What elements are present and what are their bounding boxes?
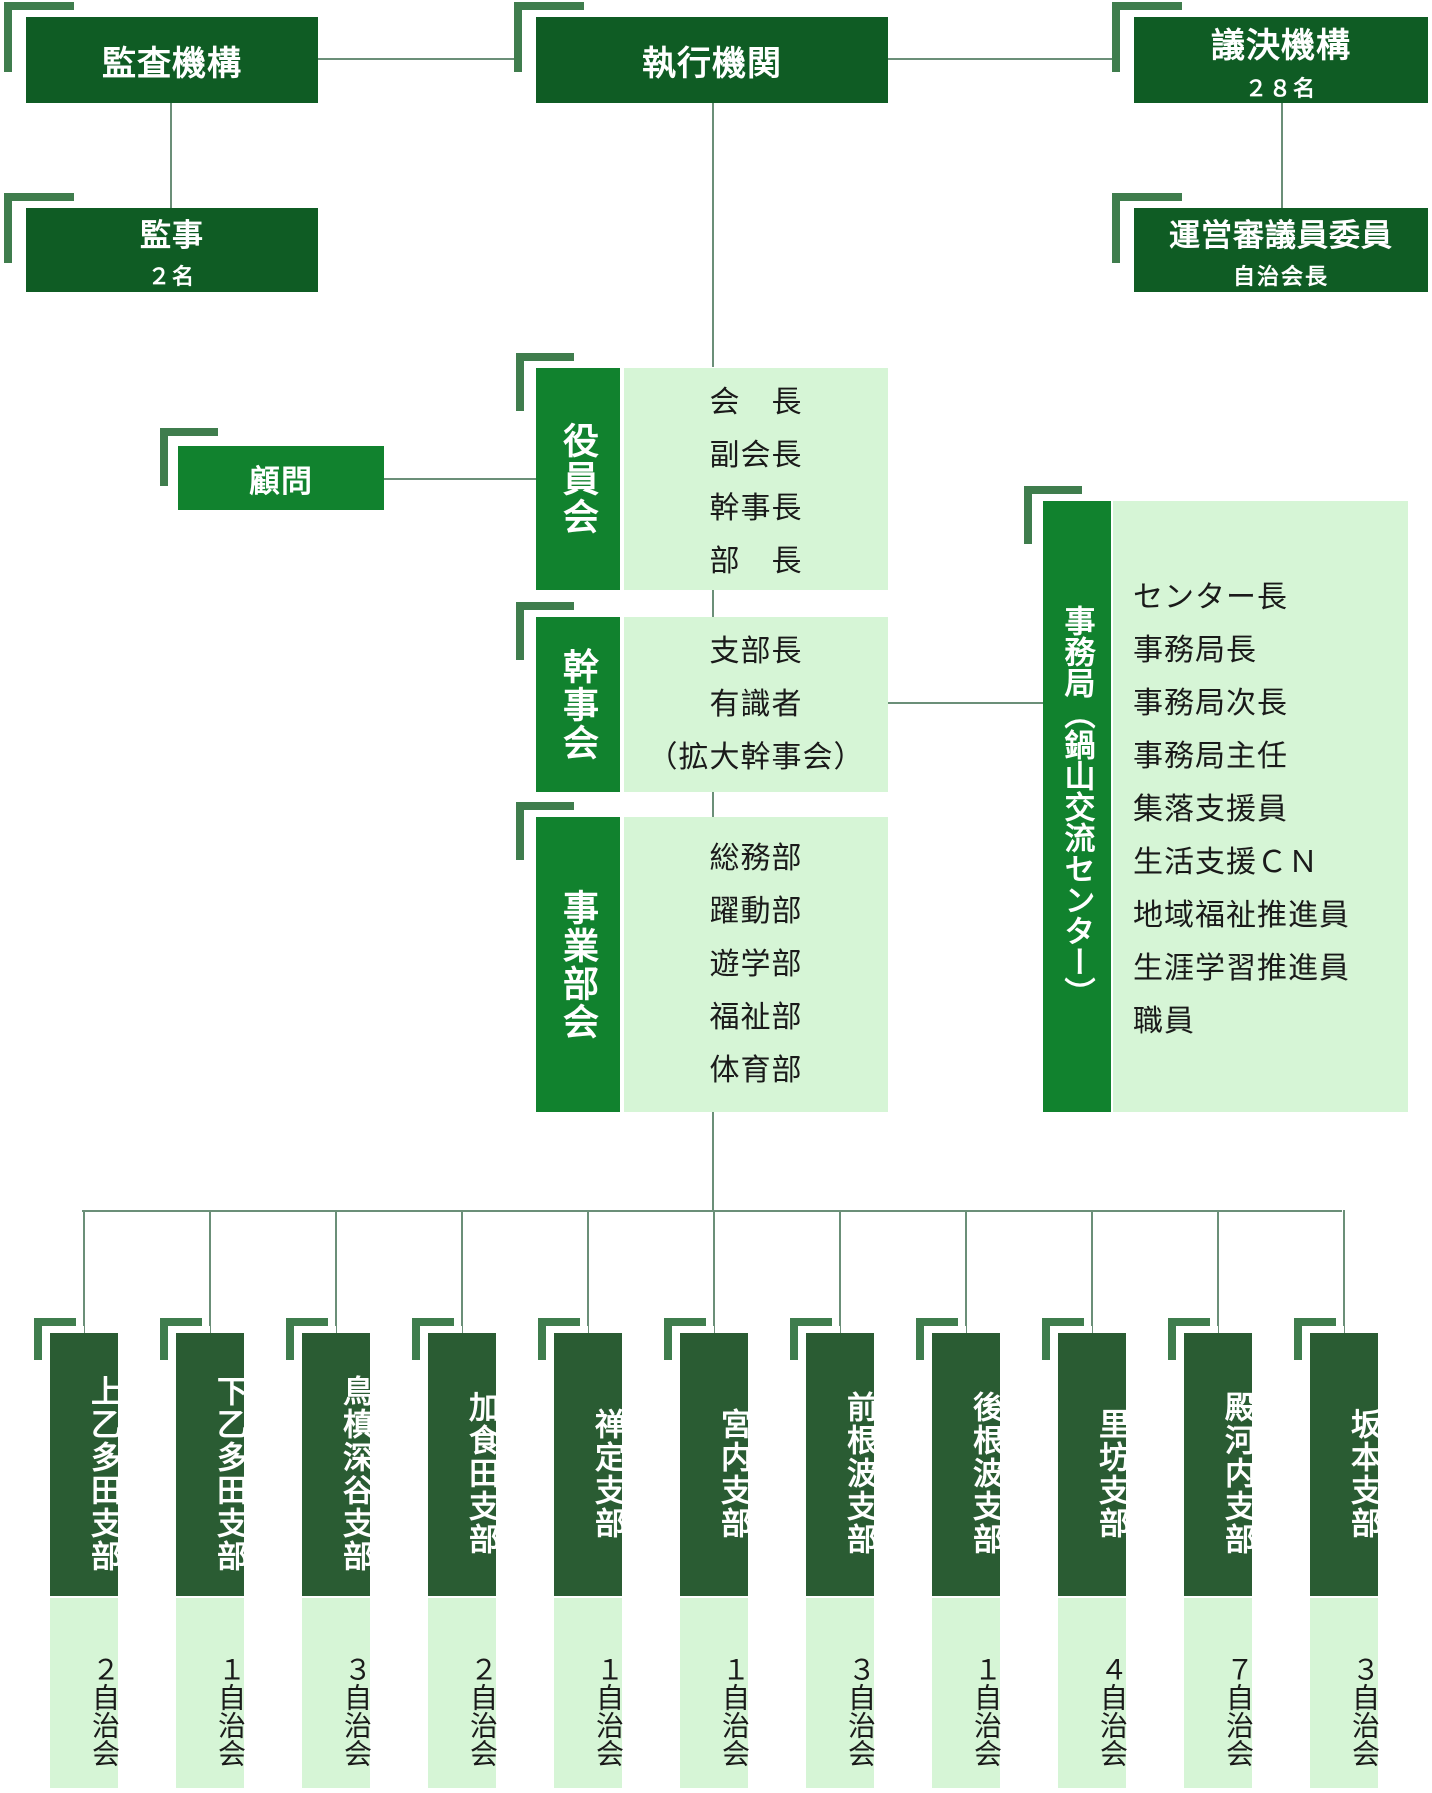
branch-name: 里坊支部 (1058, 1333, 1129, 1596)
branch-count: ４自治会 (1058, 1598, 1129, 1788)
secretaries-item: （拡大幹事会） (647, 740, 865, 775)
board-item: 幹事長 (709, 491, 803, 526)
connector-secretaries-office (888, 702, 1043, 704)
secretaries-item: 有識者 (709, 687, 803, 722)
connector-branch-drop (1217, 1210, 1219, 1334)
connector-branch-drop (83, 1210, 85, 1334)
office-item: 生活支援ＣＮ (1133, 845, 1319, 880)
board-label: 役員会 (536, 368, 620, 590)
branch-name: 下乙多田支部 (176, 1333, 247, 1596)
departments-item: 総務部 (709, 841, 803, 876)
branch-count: １自治会 (932, 1598, 1003, 1788)
departments-label: 事業部会 (536, 817, 620, 1112)
branch-count: ７自治会 (1184, 1598, 1255, 1788)
branch-count: ２自治会 (50, 1598, 121, 1788)
branch-name: 殿河内支部 (1184, 1333, 1255, 1596)
connector-branch-drop (1343, 1210, 1345, 1334)
connector-branch-bus (82, 1210, 1342, 1212)
office-item: 職員 (1133, 1004, 1195, 1039)
branch-count: ３自治会 (1310, 1598, 1381, 1788)
connector-audit-exec (318, 58, 536, 60)
branch-name: 宮内支部 (680, 1333, 751, 1596)
board-item: 部 長 (709, 544, 803, 579)
connector-departments-branches (712, 1112, 714, 1212)
office-item: 事務局長 (1133, 633, 1257, 668)
branch-name: 鳥槙深谷支部 (302, 1333, 373, 1596)
board-item: 副会長 (709, 438, 803, 473)
departments-item: 躍動部 (709, 894, 803, 929)
branch-name: 上乙多田支部 (50, 1333, 121, 1596)
branch-count: １自治会 (554, 1598, 625, 1788)
legislative-count: ２８名 (1244, 75, 1317, 102)
council-label: 運営審議員委員 (1169, 217, 1393, 254)
connector-branch-drop (1091, 1210, 1093, 1334)
departments-item: 遊学部 (709, 947, 803, 982)
auditor-box: 監事 ２名 (26, 208, 318, 292)
connector-branch-drop (839, 1210, 841, 1334)
connector-branch-drop (587, 1210, 589, 1334)
advisor-box: 顧問 (178, 446, 384, 510)
advisor-label: 顧問 (249, 463, 313, 500)
council-sub: 自治会長 (1232, 263, 1329, 290)
branch-name: 加食田支部 (428, 1333, 499, 1596)
connector-branch-drop (335, 1210, 337, 1334)
office-item: 生涯学習推進員 (1133, 951, 1350, 986)
connector-audit-auditor (170, 102, 172, 208)
council-box: 運営審議員委員 自治会長 (1134, 208, 1428, 292)
connector-branch-drop (713, 1210, 715, 1334)
departments-panel: 総務部 躍動部 遊学部 福祉部 体育部 (624, 817, 888, 1112)
connector-branch-drop (209, 1210, 211, 1334)
branch-count: １自治会 (680, 1598, 751, 1788)
branch-count: １自治会 (176, 1598, 247, 1788)
office-item: 集落支援員 (1133, 792, 1288, 827)
connector-secretaries-departments (712, 792, 714, 818)
branch-count: ３自治会 (806, 1598, 877, 1788)
executive-label: 執行機関 (642, 43, 782, 84)
auditor-count: ２名 (147, 263, 196, 290)
connector-branch-drop (461, 1210, 463, 1334)
connector-board-secretaries (712, 590, 714, 618)
office-item: センター長 (1133, 580, 1288, 615)
office-item: 地域福祉推進員 (1133, 898, 1350, 933)
office-item: 事務局次長 (1133, 686, 1288, 721)
auditor-label: 監事 (140, 217, 204, 254)
connector-legislative-council (1281, 102, 1283, 208)
branch-name: 坂本支部 (1310, 1333, 1381, 1596)
branch-count: ２自治会 (428, 1598, 499, 1788)
connector-exec-legislative (888, 58, 1116, 60)
branch-count: ３自治会 (302, 1598, 373, 1788)
branch-name: 後根波支部 (932, 1333, 1003, 1596)
connector-exec-board (712, 102, 714, 367)
legislative-box: 議決機構 ２８名 (1134, 17, 1428, 103)
secretaries-panel: 支部長 有識者 （拡大幹事会） (624, 617, 888, 792)
audit-label: 監査機構 (102, 43, 242, 84)
legislative-label: 議決機構 (1211, 25, 1351, 66)
audit-box: 監査機構 (26, 17, 318, 103)
board-item: 会 長 (709, 385, 803, 420)
secretaries-item: 支部長 (709, 634, 803, 669)
office-label: 事務局（鍋山交流センター） (1043, 501, 1111, 1112)
office-panel: センター長 事務局長 事務局次長 事務局主任 集落支援員 生活支援ＣＮ 地域福祉… (1113, 501, 1408, 1112)
office-item: 事務局主任 (1133, 739, 1288, 774)
branch-name: 前根波支部 (806, 1333, 877, 1596)
board-panel: 会 長 副会長 幹事長 部 長 (624, 368, 888, 590)
executive-box: 執行機関 (536, 17, 888, 103)
departments-item: 体育部 (709, 1053, 803, 1088)
secretaries-label: 幹事会 (536, 617, 620, 792)
connector-advisor-board (384, 478, 536, 480)
connector-branch-drop (965, 1210, 967, 1334)
departments-item: 福祉部 (709, 1000, 803, 1035)
branch-name: 禅定支部 (554, 1333, 625, 1596)
